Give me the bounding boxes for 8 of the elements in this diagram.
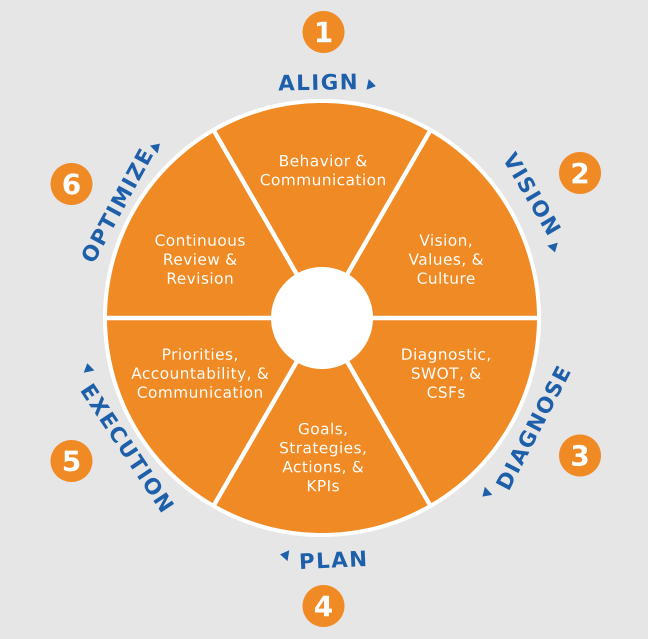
number-badge: 3 (559, 434, 601, 476)
stage-name: ALIGN (278, 74, 356, 90)
stage-name: PLAN (300, 550, 366, 569)
number-badge: 1 (302, 11, 344, 53)
number-badge: 4 (302, 585, 344, 627)
number-badge: 5 (50, 440, 92, 482)
number-badge: 2 (559, 152, 601, 194)
number-badge: 6 (50, 163, 92, 205)
